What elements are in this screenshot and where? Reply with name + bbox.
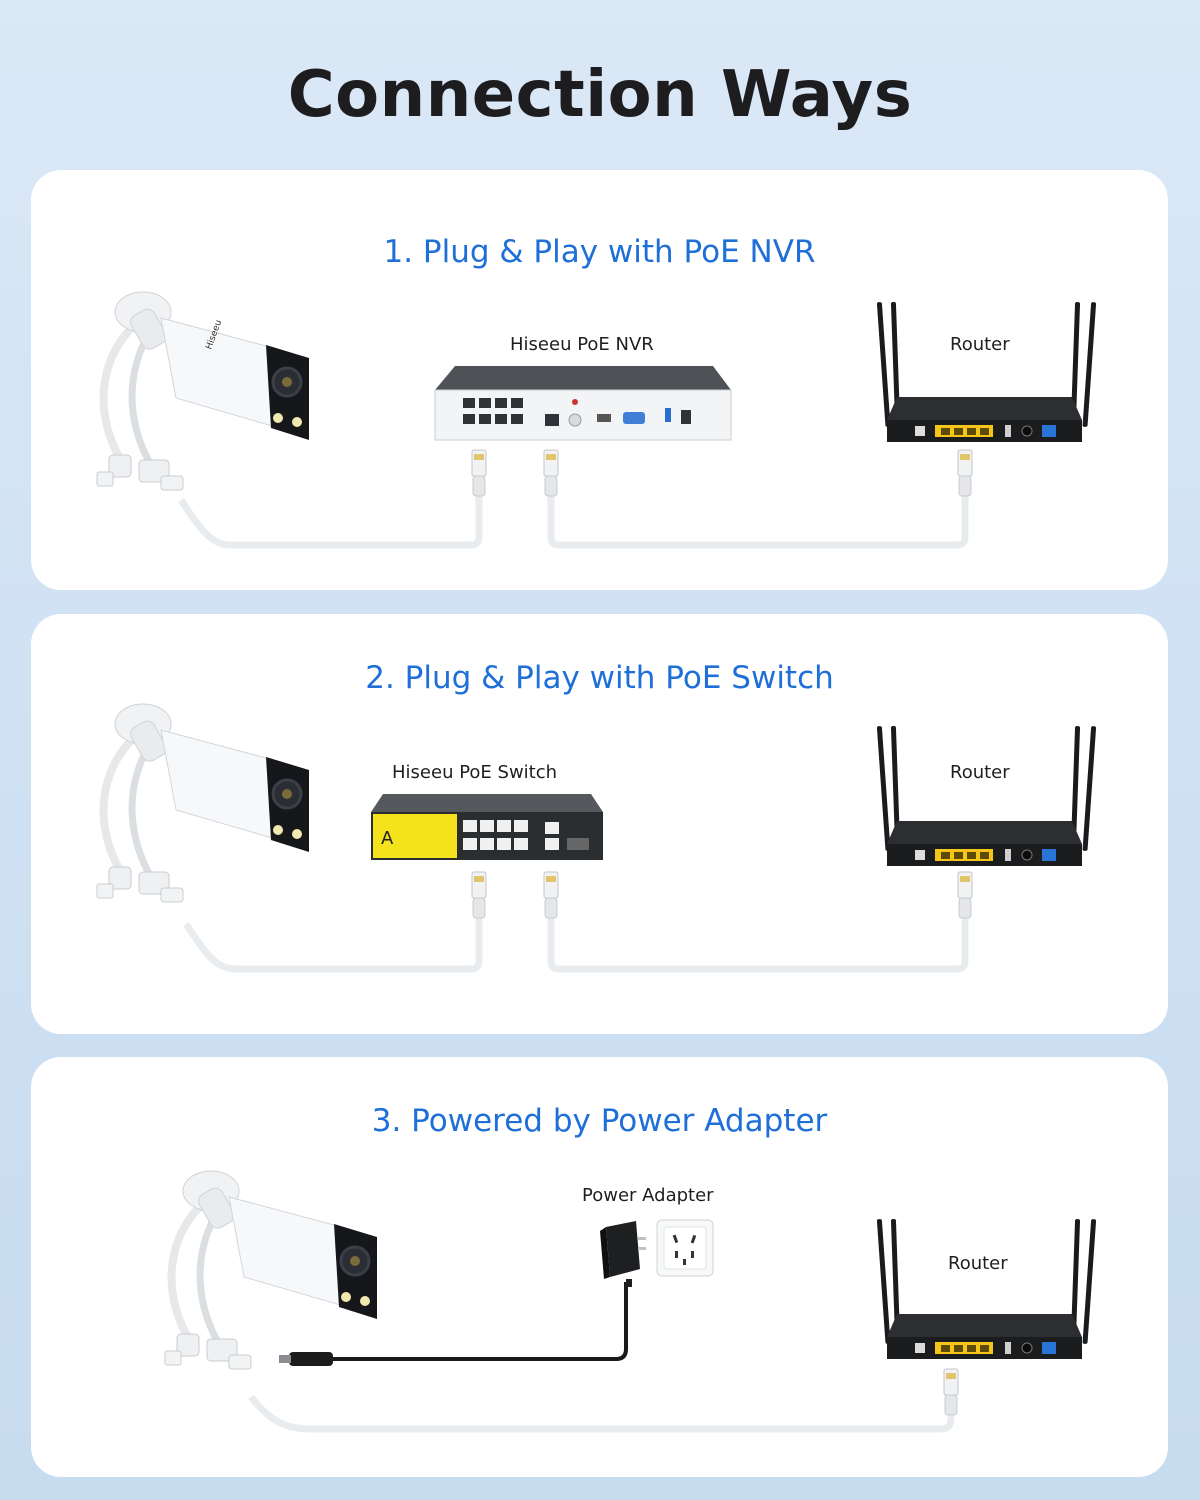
cables-section-2 — [183, 871, 973, 973]
section-nvr: 1. Plug & Play with PoE NVR Hiseeu PoE N… — [31, 170, 1168, 590]
ethernet-plug-icon — [543, 449, 559, 497]
router-label: Router — [950, 334, 1010, 355]
section-2-heading: 2. Plug & Play with PoE Switch — [365, 660, 834, 696]
camera-icon — [149, 1169, 389, 1409]
ethernet-plug-icon — [471, 449, 487, 497]
ethernet-plug-icon — [471, 871, 487, 919]
section-adapter: 3. Powered by Power Adapter Power Adapte… — [31, 1057, 1168, 1477]
section-switch: 2. Plug & Play with PoE Switch Hiseeu Po… — [31, 614, 1168, 1034]
nvr-label: Hiseeu PoE NVR — [510, 334, 654, 355]
ethernet-plug-icon — [543, 871, 559, 919]
ethernet-plug-icon — [957, 449, 973, 497]
power-adapter-icon — [600, 1221, 646, 1287]
router-label: Router — [948, 1253, 1008, 1274]
cables-section-1 — [178, 449, 973, 549]
camera-icon — [81, 702, 321, 942]
nvr-icon — [434, 366, 732, 441]
ethernet-plug-icon — [943, 1368, 959, 1416]
adapter-label: Power Adapter — [582, 1185, 714, 1206]
page-title: Connection Ways — [287, 58, 913, 132]
poe-switch-icon: A — [371, 794, 603, 860]
ethernet-plug-icon — [957, 871, 973, 919]
cables-section-3 — [248, 1282, 959, 1433]
switch-label: Hiseeu PoE Switch — [392, 762, 558, 783]
router-icon — [877, 726, 1097, 867]
ai-badge: A — [381, 828, 394, 849]
camera-icon: Hiseeu — [81, 290, 321, 530]
router-icon — [877, 1219, 1097, 1360]
section-3-heading: 3. Powered by Power Adapter — [371, 1103, 828, 1139]
wall-socket-icon — [656, 1219, 714, 1277]
router-label: Router — [950, 762, 1010, 783]
router-icon — [877, 302, 1097, 443]
section-1-heading: 1. Plug & Play with PoE NVR — [383, 234, 816, 270]
